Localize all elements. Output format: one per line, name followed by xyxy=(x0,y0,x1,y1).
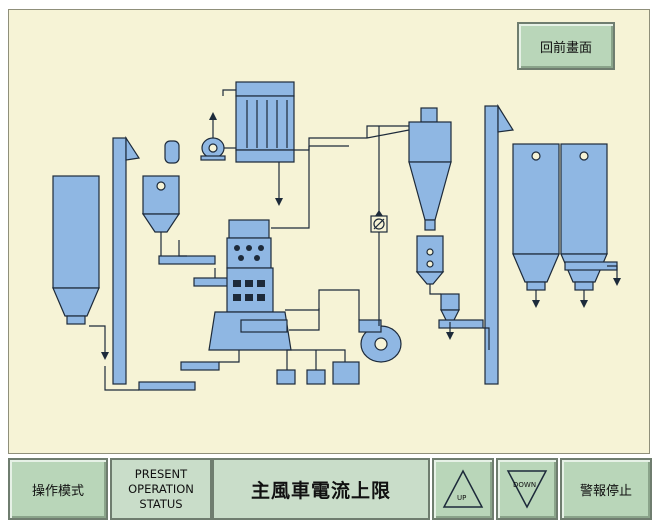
exhaust-fan[interactable] xyxy=(200,137,226,161)
grinding-mill[interactable] xyxy=(208,219,292,351)
screw-conveyor-1[interactable] xyxy=(158,255,216,265)
raw-material-silo[interactable] xyxy=(52,175,100,325)
alarm-stop-button[interactable]: 警報停止 xyxy=(560,458,652,520)
screw-conveyor-3[interactable] xyxy=(138,381,196,391)
alarm-stop-label: 警報停止 xyxy=(579,483,632,499)
bag-dust-collector[interactable] xyxy=(235,81,295,163)
damper-valve[interactable] xyxy=(370,215,388,233)
operation-mode-button[interactable]: 操作模式 xyxy=(8,458,108,520)
cyclone-separator[interactable] xyxy=(408,107,452,231)
bucket-elevator-1[interactable] xyxy=(112,135,141,385)
bucket-elevator-2[interactable] xyxy=(484,103,515,385)
back-button[interactable]: 回前畫面 xyxy=(517,22,615,70)
status-title-line-2: OPERATION xyxy=(128,481,194,496)
motor-group[interactable] xyxy=(276,361,360,385)
down-triangle-icon xyxy=(506,470,548,509)
present-operation-status-title: PRESENT OPERATION STATUS xyxy=(110,458,212,520)
up-triangle-icon xyxy=(442,469,484,508)
screw-conveyor-2[interactable] xyxy=(193,277,233,287)
down-button-label: DOWN xyxy=(513,481,537,489)
main-fan[interactable] xyxy=(358,319,402,363)
product-hopper[interactable] xyxy=(415,235,445,285)
screw-conveyor-5[interactable] xyxy=(438,319,484,329)
down-button[interactable]: DOWN xyxy=(496,458,558,520)
plant-flow-diagram xyxy=(52,81,621,391)
up-button-label: UP xyxy=(457,494,467,502)
product-silo-2[interactable] xyxy=(560,143,608,291)
up-button[interactable]: UP xyxy=(432,458,494,520)
feed-hopper[interactable] xyxy=(141,140,181,233)
flow-arrows xyxy=(101,112,621,360)
footer-control-bar: 操作模式 PRESENT OPERATION STATUS 主風車電流上限 UP… xyxy=(8,458,652,522)
product-silo-1[interactable] xyxy=(512,143,560,291)
status-message-display: 主風車電流上限 xyxy=(212,458,430,520)
pipelines xyxy=(89,89,618,391)
back-button-label: 回前畫面 xyxy=(539,40,592,56)
process-diagram-screen: 回前畫面 xyxy=(8,9,650,454)
operation-mode-label: 操作模式 xyxy=(31,483,84,499)
status-message: 主風車電流上限 xyxy=(250,479,391,502)
discharge-hopper[interactable] xyxy=(440,293,460,323)
status-title-line-3: STATUS xyxy=(139,496,183,511)
status-title-line-1: PRESENT xyxy=(134,466,188,481)
screw-conveyor-4[interactable] xyxy=(180,361,220,371)
